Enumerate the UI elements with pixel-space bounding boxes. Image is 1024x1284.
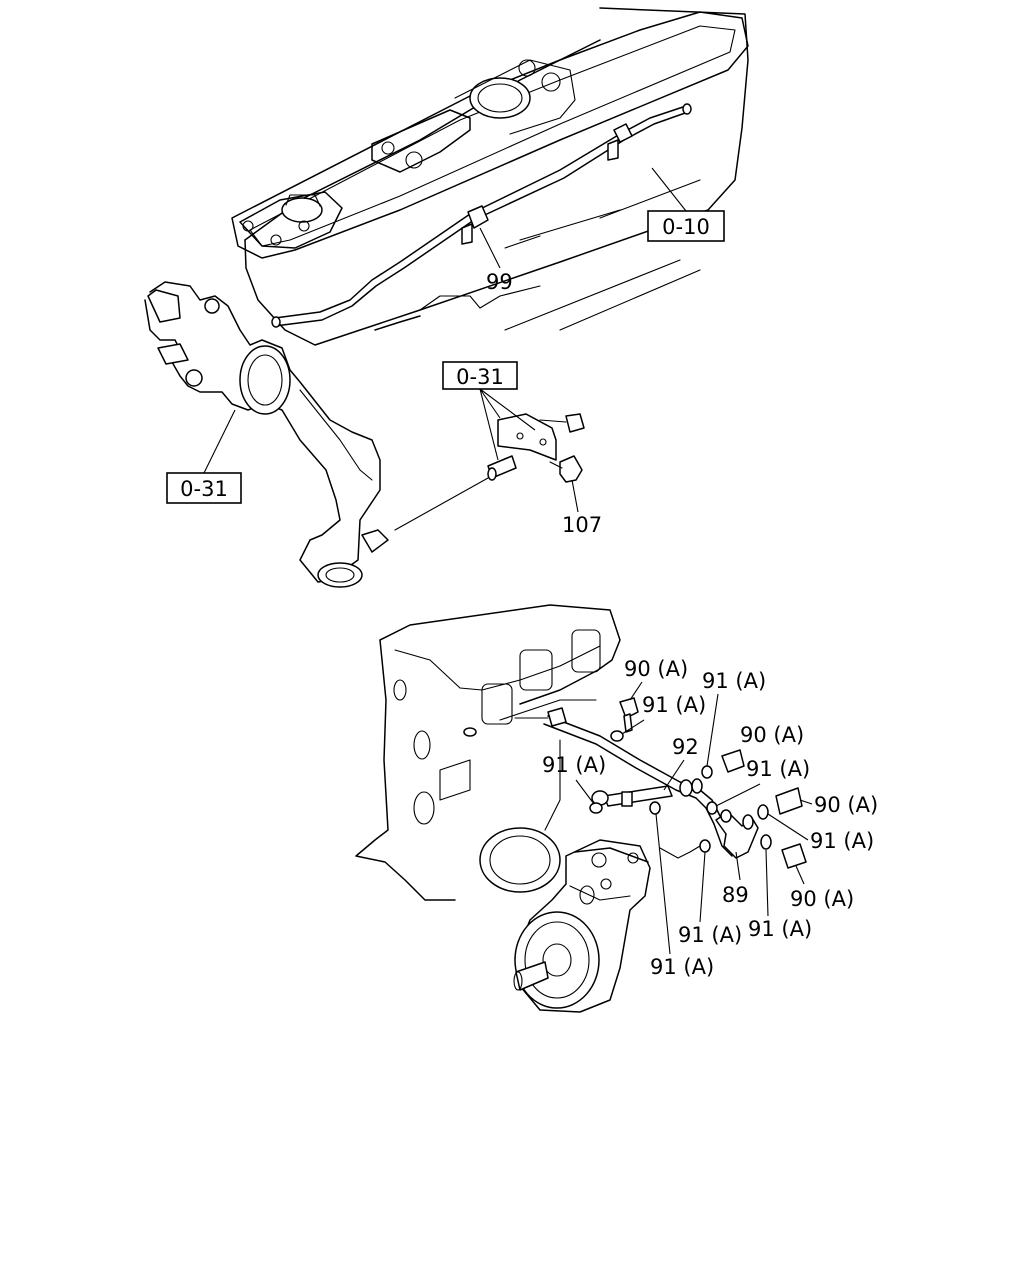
ref-box-0-31-bracket[interactable]: 0-31 bbox=[442, 361, 518, 390]
callout-91a-upper: 91 (A) bbox=[642, 693, 706, 717]
ref-box-0-10[interactable]: 0-10 bbox=[647, 210, 725, 242]
air-compressor-drawing bbox=[513, 839, 651, 1013]
callout-90a-right-1: 90 (A) bbox=[740, 723, 804, 747]
callout-91a-right-3: 91 (A) bbox=[810, 829, 874, 853]
callout-90a-top: 90 (A) bbox=[624, 657, 688, 681]
callout-91a-bottom-3: 91 (A) bbox=[650, 955, 714, 979]
callout-91a-left: 91 (A) bbox=[542, 753, 606, 777]
callout-91a-right-2: 91 (A) bbox=[746, 757, 810, 781]
callouts: 99 107 90 (A) 91 (A) 91 (A) 90 (A) 92 91… bbox=[479, 227, 878, 979]
ref-box-0-31-left[interactable]: 0-31 bbox=[166, 472, 242, 504]
callout-99: 99 bbox=[486, 270, 513, 294]
water-pipe-assembly bbox=[144, 281, 489, 588]
ref-label-0-31-left: 0-31 bbox=[180, 477, 228, 501]
callout-92: 92 bbox=[672, 735, 699, 759]
callout-89: 89 bbox=[722, 883, 749, 907]
callout-91a-top-right: 91 (A) bbox=[702, 669, 766, 693]
breather-pipe bbox=[271, 103, 692, 328]
callout-90a-right-2: 90 (A) bbox=[814, 793, 878, 817]
callout-107: 107 bbox=[562, 513, 602, 537]
callout-91a-bottom-2: 91 (A) bbox=[748, 917, 812, 941]
cylinder-block-drawing bbox=[355, 604, 621, 901]
ref-label-0-31-bracket: 0-31 bbox=[456, 365, 504, 389]
bracket-and-bolts bbox=[487, 413, 585, 483]
callout-91a-bottom-1: 91 (A) bbox=[678, 923, 742, 947]
callout-90a-bottom: 90 (A) bbox=[790, 887, 854, 911]
ref-label-0-10: 0-10 bbox=[662, 215, 710, 239]
head-cover-drawing bbox=[231, 7, 749, 346]
oil-pipe-and-fittings bbox=[514, 697, 807, 869]
